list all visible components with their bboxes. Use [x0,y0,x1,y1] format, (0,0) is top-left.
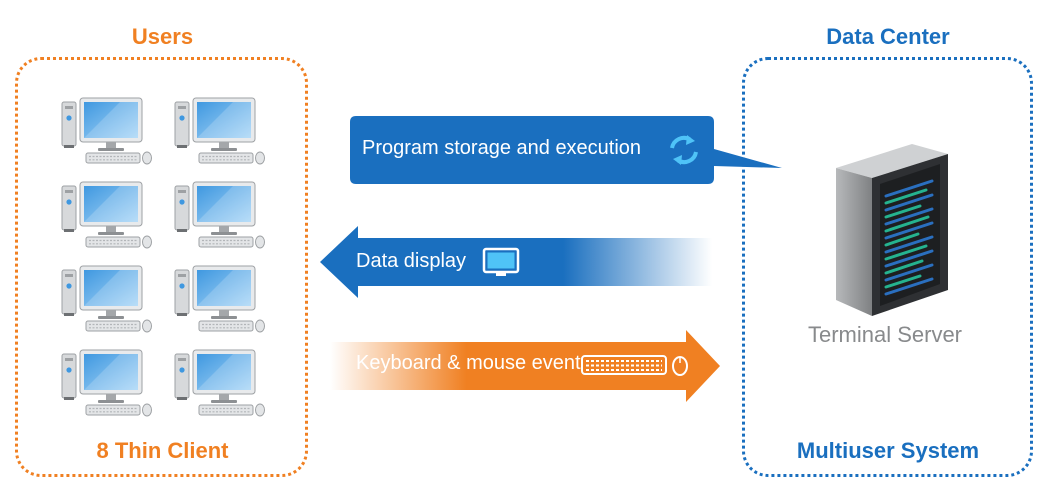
data-display-arrow [320,226,712,298]
multiuser-system-label: Multiuser System [796,438,980,463]
terminal-server-icon [836,144,948,316]
users-group-box [15,57,308,477]
monitor-icon [482,247,520,276]
keyboard-mouse-label: Keyboard & mouse event [356,352,581,374]
data-center-group-box [742,57,1033,477]
keyboard-mouse-icon [581,355,688,376]
program-storage-callout [350,116,782,184]
data-display-label: Data display [356,250,467,272]
sync-icon [670,135,698,165]
data-center-title: Data Center [826,24,950,49]
program-storage-label: Program storage and execution [362,137,642,159]
terminal-server-label: Terminal Server [807,322,963,347]
thin-client-count-label: 8 Thin Client [96,438,229,463]
keyboard-mouse-arrow [330,330,720,402]
users-title: Users [131,24,194,49]
